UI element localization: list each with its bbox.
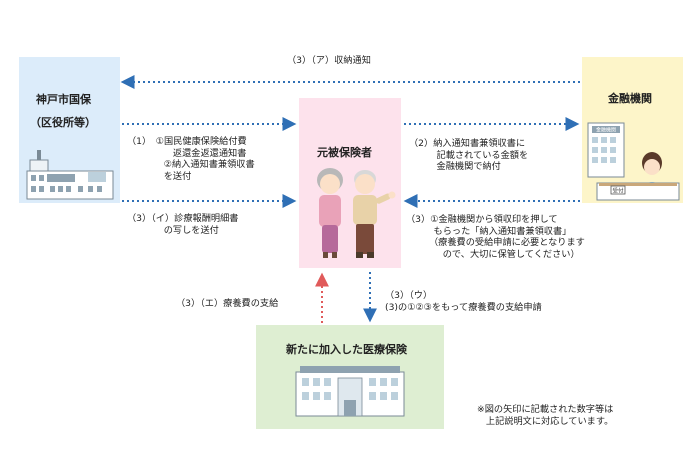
kinyu-title: 金融機関 <box>608 92 652 105</box>
moto-node <box>299 98 401 268</box>
footnote: ※図の矢印に記載された数字等は 上記説明文に対応しています。 <box>477 404 613 427</box>
label-left1-line: ②納入通知書兼領収書 <box>127 159 255 170</box>
label-left1-line: 返還金返還通知書 <box>127 147 247 159</box>
shin-title: 新たに加入した医療保険 <box>286 343 407 356</box>
kobe-title: 神戸市国保 <box>36 93 91 106</box>
label-right2-line: （3）①金融機関から領収印を押して <box>406 214 558 225</box>
city-office-building-icon <box>26 150 114 200</box>
label-right1-line: 記載されている金額を <box>409 149 529 161</box>
kobe-subtitle: （区役所等） <box>30 116 96 129</box>
label-right2-line: （療養費の受給申請に必要となります <box>406 237 585 248</box>
label-left2: （3）（イ）診療報酬明細書 の写しを送付 <box>127 213 239 236</box>
label-left1-line: （1） ①国民健康保険給付費 <box>127 136 247 147</box>
footnote-line: 上記説明文に対応しています。 <box>485 415 614 427</box>
counter-sign-text: 受付 <box>612 187 624 195</box>
label-left2-line: （3）（イ）診療報酬明細書 <box>127 213 239 224</box>
bank-clerk-icon: 受付 <box>596 152 680 201</box>
insurance-building-icon <box>295 366 405 417</box>
label-left1-line: を送付 <box>127 170 192 182</box>
label-down-line: (3)の①②③をもって療養費の支給申請 <box>385 301 542 313</box>
bank-building-icon: 金融機関 <box>587 122 625 178</box>
moto-title: 元被保険者 <box>317 146 372 159</box>
label-right2: （3）①金融機関から領収印を押して もらった「納入通知書兼領収書」 （療養費の受… <box>406 214 585 260</box>
footnote-line: ※図の矢印に記載された数字等は <box>477 404 614 415</box>
label-right2-line: もらった「納入通知書兼領収書」 <box>406 225 572 237</box>
label-top-receipt-notice: （3）（ア）収納通知 <box>287 55 371 66</box>
elderly-couple-icon <box>317 168 396 258</box>
label-left2-line: の写しを送付 <box>127 224 219 236</box>
label-down-line: （3）（ウ） <box>385 290 433 301</box>
label-up-payment: （3）（エ）療養費の支給 <box>176 298 279 309</box>
label-right2-line: ので、大切に保管してください） <box>406 248 580 260</box>
label-down-application: （3）（ウ） (3)の①②③をもって療養費の支給申請 <box>385 290 542 313</box>
label-right1-line: （2）納入通知書兼領収書に <box>409 138 526 149</box>
bank-sign-text: 金融機関 <box>596 127 616 134</box>
label-right1-line: 金融機関で納付 <box>409 161 501 172</box>
label-left1: （1） ①国民健康保険給付費 返還金返還通知書 ②納入通知書兼領収書 を送付 <box>127 136 255 182</box>
label-right1: （2）納入通知書兼領収書に 記載されている金額を 金融機関で納付 <box>409 138 528 173</box>
